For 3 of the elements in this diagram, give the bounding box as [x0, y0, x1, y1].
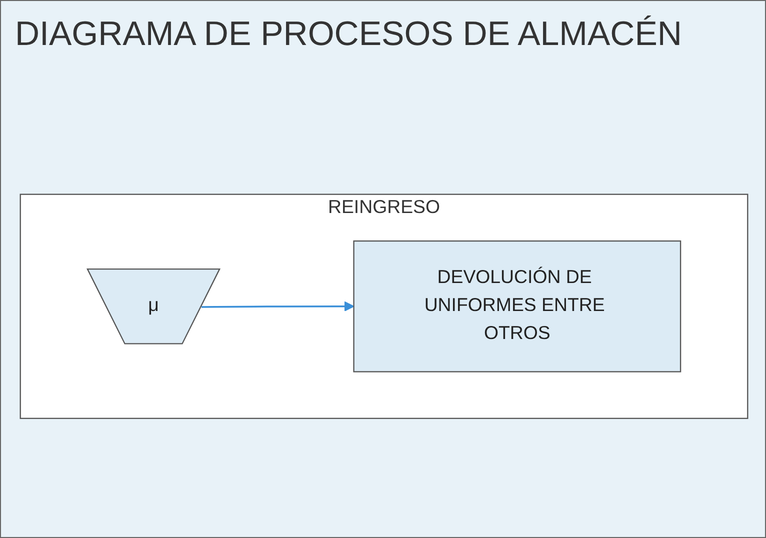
arrow [201, 300, 354, 312]
node-box: DEVOLUCIÓN DE UNIFORMES ENTRE OTROS [353, 240, 682, 372]
diagram-title: DIAGRAMA DE PROCESOS DE ALMACÉN [15, 15, 682, 54]
